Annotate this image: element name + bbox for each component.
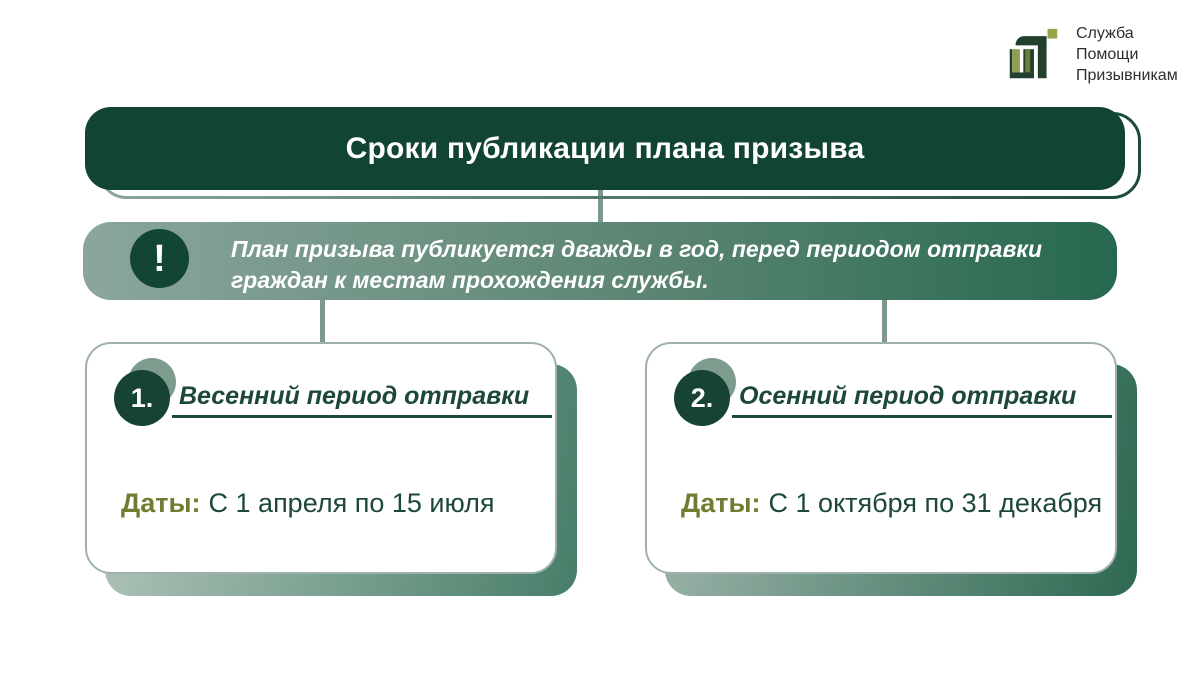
dates-label: Даты:	[121, 488, 201, 518]
card-title: Осенний период отправки	[739, 382, 1077, 410]
title-underline	[732, 415, 1112, 418]
exclamation-glyph: !	[153, 237, 166, 280]
card-title: Весенний период отправки	[179, 382, 530, 410]
logo-line-3: Призывникам	[1076, 66, 1178, 84]
card-spring-period: 1. Весенний период отправки Даты:С 1 апр…	[85, 342, 557, 574]
logo: Служба Помощи Призывникам	[1002, 24, 1178, 86]
number-circle: 1.	[114, 370, 170, 426]
note-banner: ! План призыва публикуется дважды в год,…	[83, 222, 1117, 300]
exclamation-icon: !	[130, 229, 189, 288]
card-autumn-period: 2. Осенний период отправки Даты:С 1 октя…	[645, 342, 1117, 574]
dates-value: С 1 апреля по 15 июля	[208, 488, 495, 518]
card-dates: Даты:С 1 октября по 31 декабря	[681, 488, 1102, 519]
card-number: 1.	[130, 382, 154, 413]
logo-building-icon	[1009, 29, 1058, 79]
card-dates: Даты:С 1 апреля по 15 июля	[121, 488, 494, 519]
title-underline	[172, 415, 552, 418]
dates-value: С 1 октября по 31 декабря	[768, 488, 1103, 518]
connector-note-to-card-1	[320, 298, 325, 344]
header-banner: Сроки публикации плана призыва	[85, 107, 1125, 190]
page-title: Сроки публикации плана призыва	[345, 131, 865, 165]
card-number: 2.	[690, 382, 714, 413]
connector-note-to-card-2	[882, 298, 887, 344]
dates-label: Даты:	[681, 488, 761, 518]
logo-line-2: Помощи	[1076, 45, 1139, 63]
logo-line-1: Служба	[1076, 25, 1134, 42]
logo-text: Служба Помощи Призывникам	[1076, 24, 1178, 86]
connector-header-to-note	[598, 190, 603, 224]
note-text: План призыва публикуется дважды в год, п…	[231, 236, 1043, 294]
number-circle: 2.	[674, 370, 730, 426]
